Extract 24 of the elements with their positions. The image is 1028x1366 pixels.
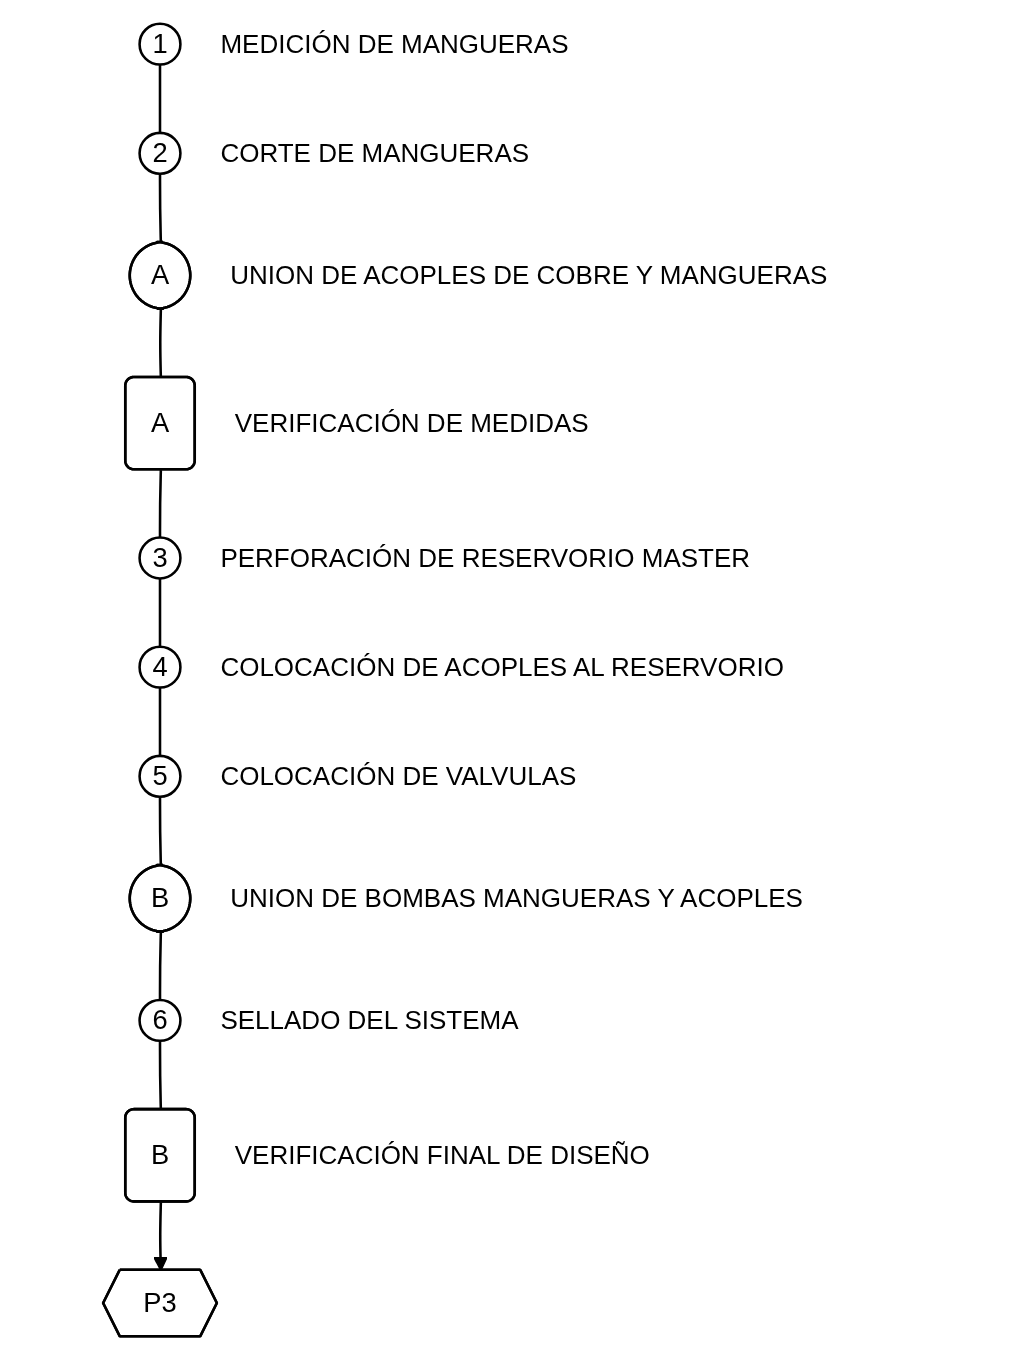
node-circle: 5 (138, 754, 182, 798)
step-description: MEDICIÓN DE MANGUERAS (220, 28, 570, 60)
step-description: VERIFICACIÓN FINAL DE DISEÑO (234, 1139, 651, 1171)
step-description: UNION DE ACOPLES DE COBRE Y MANGUERAS (230, 259, 829, 291)
node-circle: 2 (138, 131, 182, 175)
connector (159, 309, 163, 378)
connector (158, 64, 162, 133)
step-description: PERFORACIÓN DE RESERVORIO MASTER (220, 542, 752, 574)
connector (158, 687, 162, 756)
step-description: COLOCACIÓN DE VALVULAS (220, 760, 578, 792)
step-description: SELLADO DEL SISTEMA (220, 1004, 520, 1036)
connector (158, 173, 163, 243)
connector (158, 796, 163, 866)
node-circle: 6 (138, 998, 182, 1043)
step-description: UNION DE BOMBAS MANGUERAS Y ACOPLES (230, 882, 804, 914)
step-description: CORTE DE MANGUERAS (220, 137, 531, 169)
node-circle: 3 (138, 536, 182, 580)
connector (158, 470, 163, 538)
node-circle: 4 (138, 645, 182, 689)
connector (158, 578, 162, 647)
node-circle: 1 (138, 22, 182, 66)
connector (158, 932, 163, 1000)
step-description: COLOCACIÓN DE ACOPLES AL RESERVORIO (220, 651, 785, 683)
step-description: VERIFICACIÓN DE MEDIDAS (234, 407, 590, 439)
